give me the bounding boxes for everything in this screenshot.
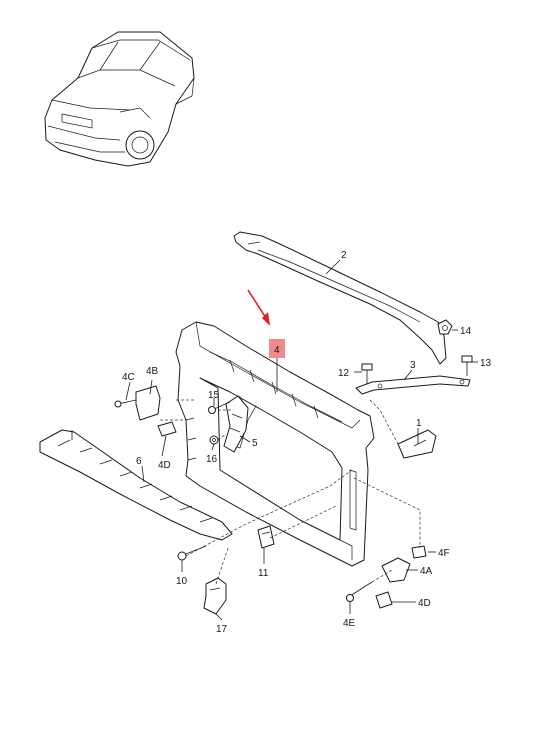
label-14: 14 [460,326,472,337]
part-12-bolt [361,363,373,384]
part-4d-right-clip [375,591,393,609]
part-4a-bracket [381,557,411,583]
label-15: 15 [208,390,220,401]
label-13: 13 [480,358,492,369]
label-10: 10 [176,576,188,587]
car-thumbnail [44,31,195,167]
label-4d-right: 4D [418,598,431,609]
part-17-bracket [203,577,227,615]
part-13-bolt [461,355,473,376]
label-12: 12 [338,368,350,379]
label-4b: 4B [146,366,159,377]
label-4a: 4A [420,566,433,577]
part-4e-bolt [346,581,373,602]
label-2: 2 [341,250,347,261]
leader-lines [125,259,478,621]
label-11: 11 [258,568,269,579]
label-4e: 4E [343,618,356,629]
part-1-bracket [397,429,437,459]
assembly-lines [160,399,421,585]
label-4f: 4F [438,548,450,559]
part-16-nut [209,435,219,445]
part-4d-left-clip [157,421,177,437]
label-6: 6 [136,456,142,467]
part-11-clip [257,525,275,549]
part-15-screw [208,401,231,414]
part-4-highlight [269,339,285,358]
label-4c: 4C [122,372,135,383]
label-3: 3 [410,360,416,371]
label-1: 1 [416,418,422,429]
part-6-air-guide [39,429,233,541]
part-2-upper-beam [233,231,447,365]
part-14-nut [437,319,453,335]
label-16: 16 [206,454,218,465]
part-4c-screw [114,399,137,408]
label-5: 5 [252,438,258,449]
red-pointer-arrow [247,289,270,326]
label-17: 17 [216,624,228,635]
part-4b-bracket [135,385,161,421]
part-3-strut [355,375,471,395]
label-4d-left: 4D [158,460,171,471]
label-4: 4 [274,345,280,356]
part-4f-clip [411,545,427,559]
